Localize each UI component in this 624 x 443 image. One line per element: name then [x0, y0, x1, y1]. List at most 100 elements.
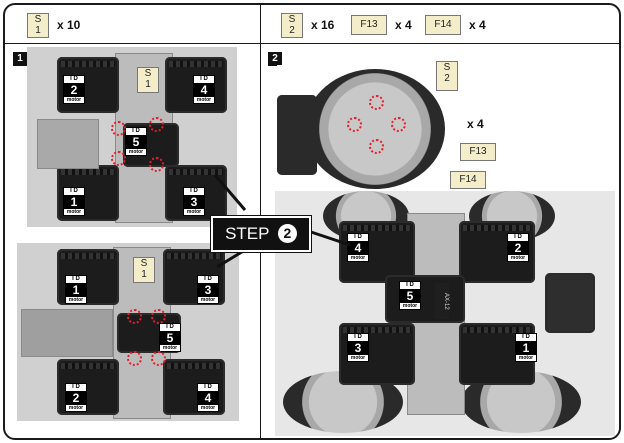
screw-marker	[127, 309, 142, 324]
id-number: 5	[126, 136, 146, 149]
id-number: 4	[194, 84, 214, 97]
final-motor-5	[385, 275, 465, 323]
screw-marker	[151, 351, 166, 366]
part-code: F13	[360, 19, 378, 30]
part-f13-qty: x 4	[395, 18, 412, 32]
id-number: 3	[348, 342, 368, 355]
id-text: I D	[184, 188, 204, 196]
part-code: S	[140, 258, 148, 269]
id-text: I D	[348, 334, 368, 342]
screw-marker	[347, 117, 362, 132]
screw-marker	[149, 117, 164, 132]
id-text: I D	[198, 384, 218, 392]
id-motor: motor	[66, 209, 82, 215]
step-number: 2	[277, 224, 297, 243]
part-s1-box: S 1	[27, 13, 49, 38]
wheel-f13-callout: F13	[460, 143, 496, 161]
id-motor: motor	[402, 303, 418, 309]
wheel-f13	[305, 69, 445, 189]
screw-marker	[391, 117, 406, 132]
id-motor: motor	[200, 405, 216, 411]
id-number: 2	[66, 392, 86, 405]
id-motor: motor	[66, 97, 82, 103]
part-s2-box: S 2	[281, 13, 303, 38]
part-s2-qty: x 16	[311, 18, 335, 32]
id-motor: motor	[68, 405, 84, 411]
part-sub: 1	[141, 269, 147, 280]
id-text: I D	[126, 128, 146, 136]
bottom-s1-callout: S 1	[133, 257, 155, 283]
wheel-f14-callout: F14	[450, 171, 486, 189]
id-text: I D	[64, 188, 84, 196]
id-motor: motor	[350, 255, 366, 261]
id-motor: motor	[518, 355, 534, 361]
top-s1-callout: S 1	[137, 67, 159, 93]
part-sub: 1	[35, 25, 41, 36]
id-number: 1	[64, 196, 84, 209]
screw-marker	[111, 121, 126, 136]
bottom-side-bracket	[21, 309, 113, 357]
step-label: STEP	[225, 224, 270, 243]
id-text: I D	[400, 282, 420, 290]
id-number: 5	[160, 332, 180, 345]
part-code: S	[443, 62, 451, 73]
id-text: I D	[64, 76, 84, 84]
id-motor: motor	[196, 97, 212, 103]
screw-marker	[111, 151, 126, 166]
id-number: 3	[198, 284, 218, 297]
id-number: 4	[198, 392, 218, 405]
screw-marker	[127, 351, 142, 366]
part-code: S	[288, 14, 296, 25]
id-text: I D	[194, 76, 214, 84]
id-number: 2	[64, 84, 84, 97]
id-text: I D	[508, 234, 528, 242]
id-motor: motor	[68, 297, 84, 303]
wheel-s2-callout: S 2	[436, 61, 458, 91]
id-number: 5	[400, 290, 420, 303]
step-badge: STEP 2	[211, 216, 311, 252]
screw-marker	[149, 157, 164, 172]
servo-model-tag: AX-12	[435, 283, 449, 319]
screw-marker	[369, 95, 384, 110]
id-number: 3	[184, 196, 204, 209]
screw-marker	[151, 309, 166, 324]
part-s1-qty: x 10	[57, 18, 81, 32]
id-number: 1	[516, 342, 536, 355]
id-motor: motor	[510, 255, 526, 261]
part-f14-qty: x 4	[469, 18, 486, 32]
header-divider	[5, 43, 619, 44]
part-sub: 2	[444, 73, 450, 84]
instruction-frame: S 1 x 10 S 2 x 16 F13 x 4 F14 x 4 1 2 I …	[3, 3, 621, 440]
id-number: 1	[66, 284, 86, 297]
id-motor: motor	[128, 149, 144, 155]
id-number: 2	[508, 242, 528, 255]
id-number: 4	[348, 242, 368, 255]
id-motor: motor	[200, 297, 216, 303]
id-text: I D	[66, 384, 86, 392]
part-code: S	[34, 14, 42, 25]
screw-marker	[369, 139, 384, 154]
id-motor: motor	[186, 209, 202, 215]
part-f14-box: F14	[425, 15, 461, 35]
panel-number-2: 2	[268, 52, 282, 66]
part-sub: 2	[289, 25, 295, 36]
wheel-qty: x 4	[467, 117, 484, 131]
id-text: I D	[66, 276, 86, 284]
